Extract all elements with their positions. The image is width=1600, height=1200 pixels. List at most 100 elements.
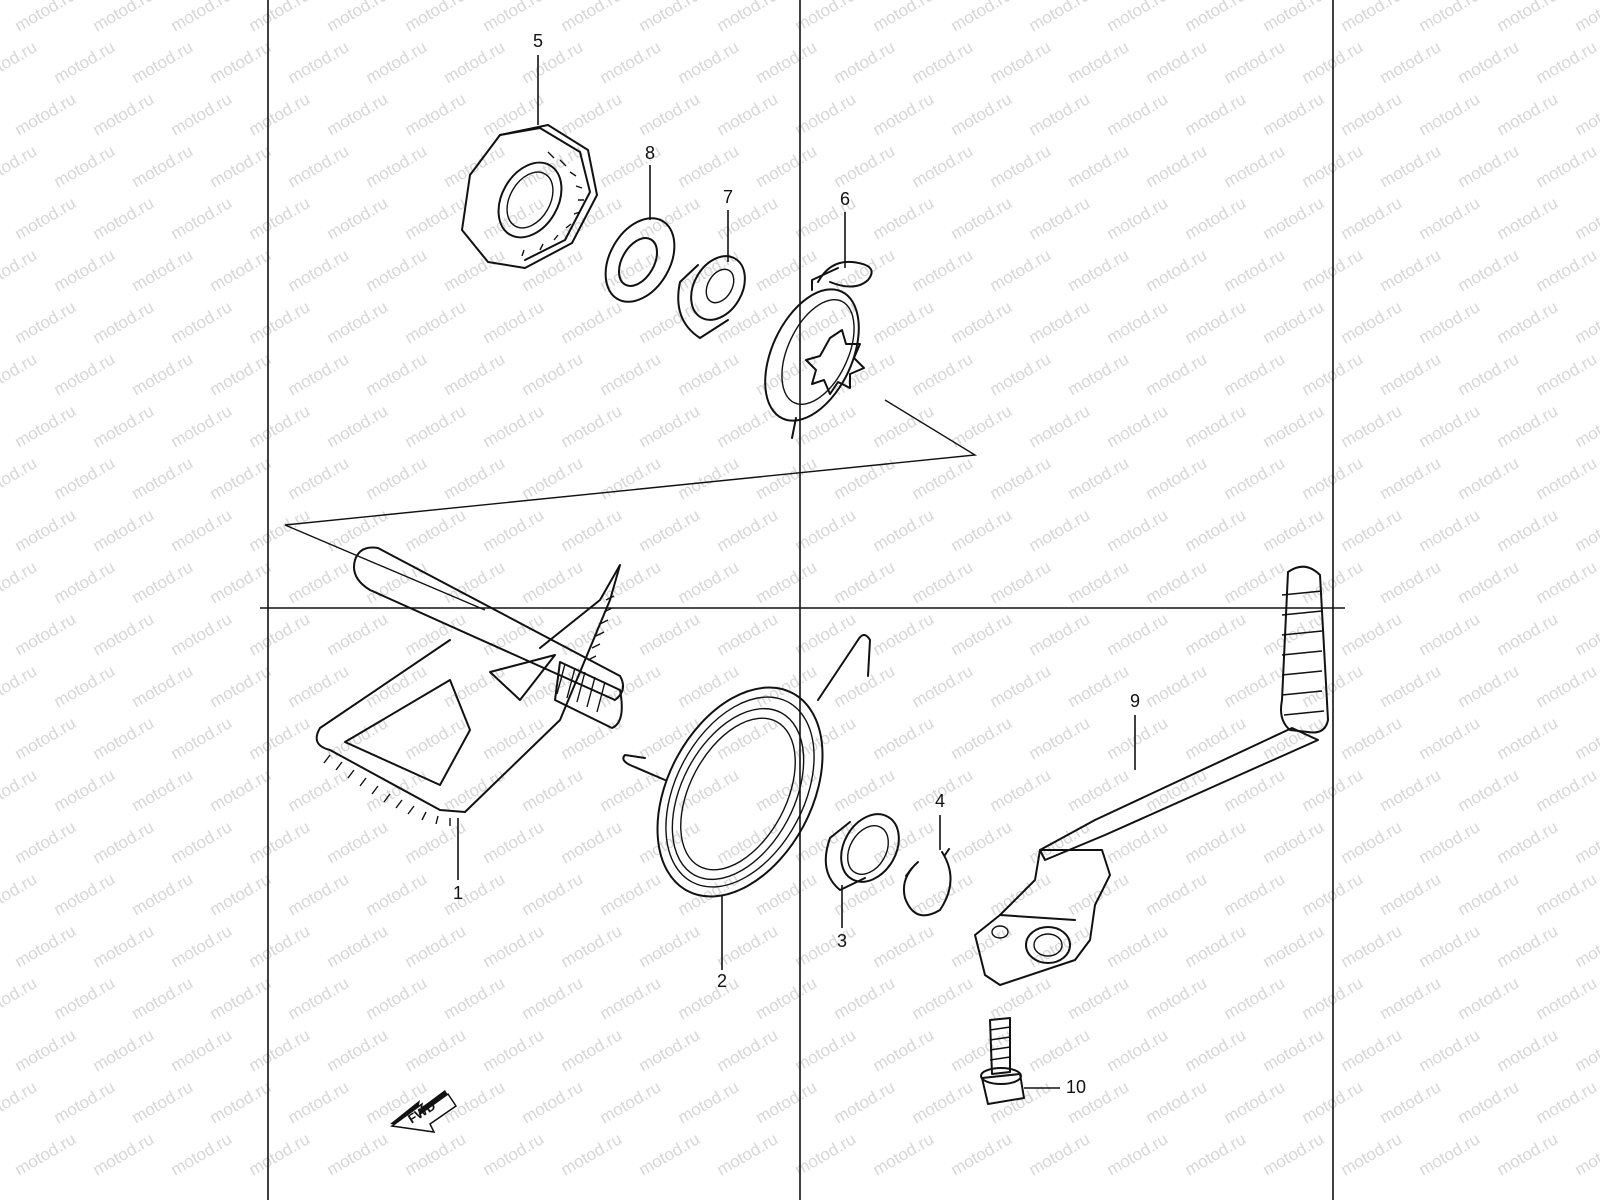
watermark-text: motod.ru: [1182, 921, 1250, 971]
watermark-text: motod.ru: [1572, 505, 1600, 555]
watermark-text: motod.ru: [987, 661, 1055, 711]
watermark-text: motod.ru: [870, 817, 938, 867]
watermark-text: motod.ru: [207, 765, 275, 815]
watermark-text: motod.ru: [402, 921, 470, 971]
watermark-text: motod.ru: [168, 609, 236, 659]
watermark-text: motod.ru: [1143, 453, 1211, 503]
watermark-text: motod.ru: [753, 973, 821, 1023]
watermark-text: motod.ru: [441, 765, 509, 815]
watermark-text: motod.ru: [909, 557, 977, 607]
watermark-text: motod.ru: [948, 609, 1016, 659]
callout-2: 2: [717, 971, 727, 991]
watermark-text: motod.ru: [870, 0, 938, 35]
fwd-arrow-icon: FWD: [390, 1090, 458, 1133]
part-8-washer: [604, 165, 676, 303]
watermark-text: motod.ru: [0, 37, 40, 87]
watermark-text: motod.ru: [636, 713, 704, 763]
watermark-text: motod.ru: [519, 557, 587, 607]
watermark-text: motod.ru: [1221, 349, 1289, 399]
watermark-text: motod.ru: [51, 1077, 119, 1127]
watermark-text: motod.ru: [1533, 245, 1600, 295]
watermark-text: motod.ru: [246, 89, 314, 139]
watermark-text: motod.ru: [1338, 505, 1406, 555]
watermark-text: motod.ru: [1182, 817, 1250, 867]
callout-8: 8: [645, 143, 655, 163]
watermark-text: motod.ru: [1260, 89, 1328, 139]
watermark-text: motod.ru: [90, 1129, 158, 1179]
watermark-text: motod.ru: [1182, 713, 1250, 763]
watermark-text: motod.ru: [1221, 765, 1289, 815]
watermark-text: motod.ru: [1377, 557, 1445, 607]
watermark-text: motod.ru: [753, 141, 821, 191]
watermark-text: motod.ru: [51, 765, 119, 815]
part-10-bolt: [980, 1017, 1060, 1105]
watermark-text: motod.ru: [168, 817, 236, 867]
watermark-text: motod.ru: [1572, 713, 1600, 763]
watermark-text: motod.ru: [285, 765, 353, 815]
watermark-text: motod.ru: [1338, 609, 1406, 659]
watermark-text: motod.ru: [1065, 37, 1133, 87]
watermark-text: motod.ru: [12, 1025, 80, 1075]
watermark-text: motod.ru: [246, 921, 314, 971]
watermark-text: motod.ru: [129, 1077, 197, 1127]
watermark-text: motod.ru: [792, 297, 860, 347]
watermark-text: motod.ru: [1104, 89, 1172, 139]
watermark-text: motod.ru: [51, 973, 119, 1023]
watermark-text: motod.ru: [324, 193, 392, 243]
watermark-text: motod.ru: [714, 0, 782, 35]
callout-9: 9: [1130, 691, 1140, 711]
watermark-text: motod.ru: [1221, 973, 1289, 1023]
watermark-text: motod.ru: [636, 1129, 704, 1179]
watermark-text: motod.ru: [1221, 869, 1289, 919]
watermark-text: motod.ru: [1143, 245, 1211, 295]
part-7-bushing: [677, 210, 746, 339]
watermark-text: motod.ru: [1533, 37, 1600, 87]
watermark-text: motod.ru: [285, 973, 353, 1023]
watermark-text: motod.ru: [948, 713, 1016, 763]
watermark-text: motod.ru: [714, 817, 782, 867]
watermark-text: motod.ru: [792, 89, 860, 139]
watermark-text: motod.ru: [324, 1129, 392, 1179]
watermark-text: motod.ru: [0, 765, 40, 815]
watermark-text: motod.ru: [0, 349, 40, 399]
watermark-text: motod.ru: [987, 349, 1055, 399]
watermark-text: motod.ru: [1572, 609, 1600, 659]
watermark-text: motod.ru: [12, 193, 80, 243]
watermark-text: motod.ru: [1455, 765, 1523, 815]
watermark-text: motod.ru: [792, 713, 860, 763]
callout-10: 10: [1066, 1077, 1086, 1097]
watermark-text: motod.ru: [1416, 401, 1484, 451]
watermark-text: motod.ru: [12, 1129, 80, 1179]
watermark-text: motod.ru: [129, 765, 197, 815]
watermark-text: motod.ru: [1494, 0, 1562, 35]
watermark-text: motod.ru: [1338, 0, 1406, 35]
watermark-text: motod.ru: [1416, 713, 1484, 763]
watermark-text: motod.ru: [1494, 1025, 1562, 1075]
watermark-text: motod.ru: [402, 505, 470, 555]
watermark-text: motod.ru: [1221, 37, 1289, 87]
watermark-text: motod.ru: [12, 401, 80, 451]
watermark-text: motod.ru: [987, 765, 1055, 815]
watermark-text: motod.ru: [1104, 401, 1172, 451]
watermark-text: motod.ru: [753, 349, 821, 399]
watermark-text: motod.ru: [831, 661, 899, 711]
watermark-text: motod.ru: [1065, 245, 1133, 295]
watermark-text: motod.ru: [792, 1025, 860, 1075]
watermark-text: motod.ru: [1182, 401, 1250, 451]
watermark-text: motod.ru: [363, 869, 431, 919]
watermark-text: motod.ru: [285, 245, 353, 295]
watermark-text: motod.ru: [1572, 1025, 1600, 1075]
watermark-text: motod.ru: [597, 765, 665, 815]
watermark-text: motod.ru: [129, 453, 197, 503]
watermark-text: motod.ru: [1377, 453, 1445, 503]
watermark-text: motod.ru: [987, 453, 1055, 503]
watermark-text: motod.ru: [636, 505, 704, 555]
watermark-text: motod.ru: [1455, 349, 1523, 399]
watermark-text: motod.ru: [207, 1077, 275, 1127]
watermark-text: motod.ru: [1533, 661, 1600, 711]
watermark-text: motod.ru: [1533, 557, 1600, 607]
watermark-text: motod.ru: [636, 921, 704, 971]
watermark-text: motod.ru: [0, 661, 40, 711]
watermark-text: motod.ru: [1455, 141, 1523, 191]
watermark-text: motod.ru: [51, 245, 119, 295]
